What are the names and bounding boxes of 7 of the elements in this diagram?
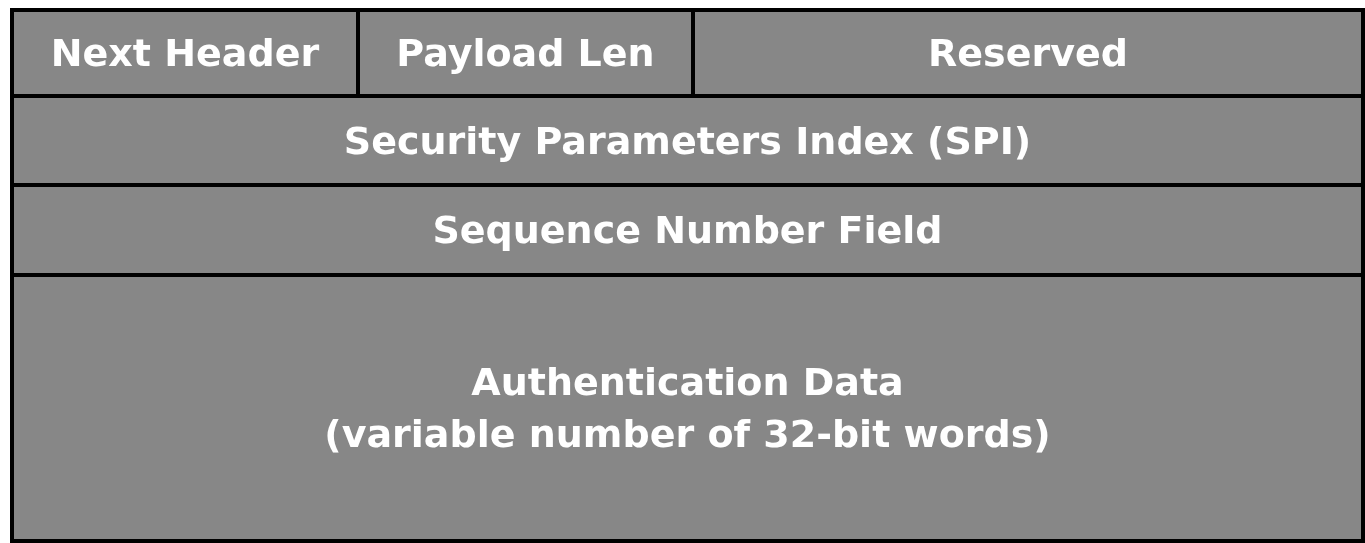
field-label: (variable number of 32-bit words) (324, 411, 1051, 458)
field-label: Next Header (50, 30, 320, 77)
field-label: Security Parameters Index (SPI) (343, 117, 1032, 165)
field-label: Payload Len (396, 30, 655, 77)
field-label: Reserved (928, 30, 1128, 77)
field-label: Authentication Data (471, 359, 904, 406)
field-label: Sequence Number Field (432, 207, 943, 254)
